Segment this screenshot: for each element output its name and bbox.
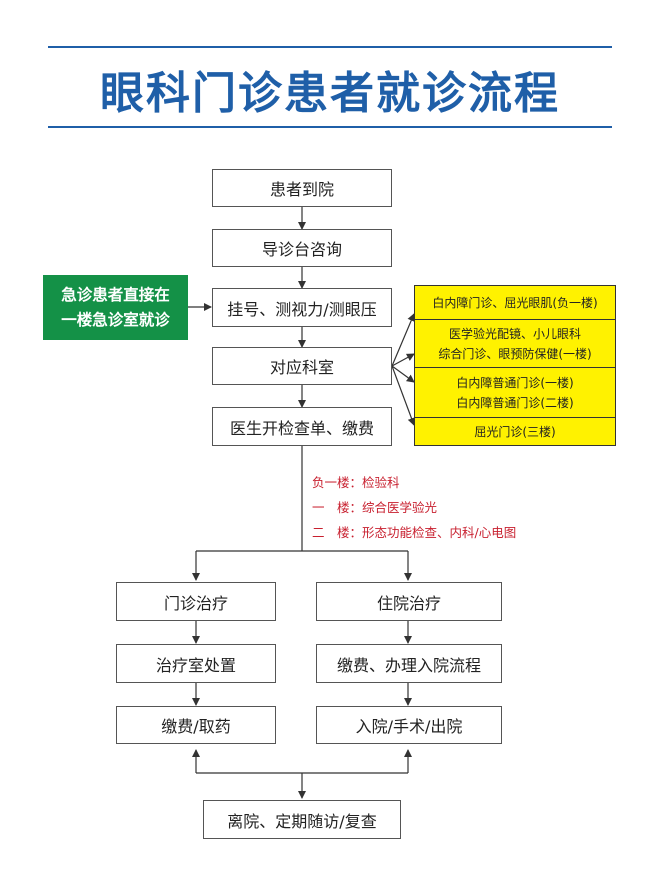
step-admission-surgery-discharge: 入院/手术/出院: [316, 706, 502, 744]
step-treatment-room: 治疗室处置: [116, 644, 276, 683]
step-registration: 挂号、测视力/测眼压: [212, 288, 392, 327]
floor-note: 负一楼：检验科: [312, 475, 400, 490]
department-item: 屈光门诊(三楼): [415, 417, 615, 445]
page-title: 眼科门诊患者就诊流程: [100, 68, 560, 119]
arrow-to-dept-3: [391, 365, 415, 383]
step-doctor-orders: 医生开检查单、缴费: [212, 407, 392, 446]
title-top-rule: [48, 46, 612, 48]
emergency-line-1: 急诊患者直接在: [61, 285, 170, 304]
step-arrival: 患者到院: [212, 169, 392, 207]
department-item: 医学验光配镜、小儿眼科 综合门诊、眼预防保健(一楼): [415, 319, 615, 367]
title-bottom-rule: [48, 126, 612, 128]
emergency-note: 急诊患者直接在 一楼急诊室就诊: [43, 275, 188, 340]
step-pay-medicine: 缴费/取药: [116, 706, 276, 744]
floor-note: 二 楼：形态功能检查、内科/心电图: [312, 525, 517, 540]
step-outpatient-treatment: 门诊治疗: [116, 582, 276, 621]
emergency-line-2: 一楼急诊室就诊: [61, 310, 170, 329]
arrow-to-dept-1: [391, 313, 415, 367]
step-inpatient-treatment: 住院治疗: [316, 582, 502, 621]
arrow-to-dept-4: [391, 365, 416, 426]
step-discharge-followup: 离院、定期随访/复查: [203, 800, 401, 839]
step-admission-process: 缴费、办理入院流程: [316, 644, 502, 683]
department-item: 白内障门诊、屈光眼肌(负一楼): [432, 295, 598, 310]
floor-note: 一 楼：综合医学验光: [312, 500, 438, 515]
departments-panel: 白内障门诊、屈光眼肌(负一楼) 医学验光配镜、小儿眼科 综合门诊、眼预防保健(一…: [414, 285, 616, 446]
arrow-to-dept-2: [391, 353, 415, 367]
step-department: 对应科室: [212, 347, 392, 385]
department-item: 白内障普通门诊(一楼) 白内障普通门诊(二楼): [415, 367, 615, 417]
step-consultation-desk: 导诊台咨询: [212, 229, 392, 267]
